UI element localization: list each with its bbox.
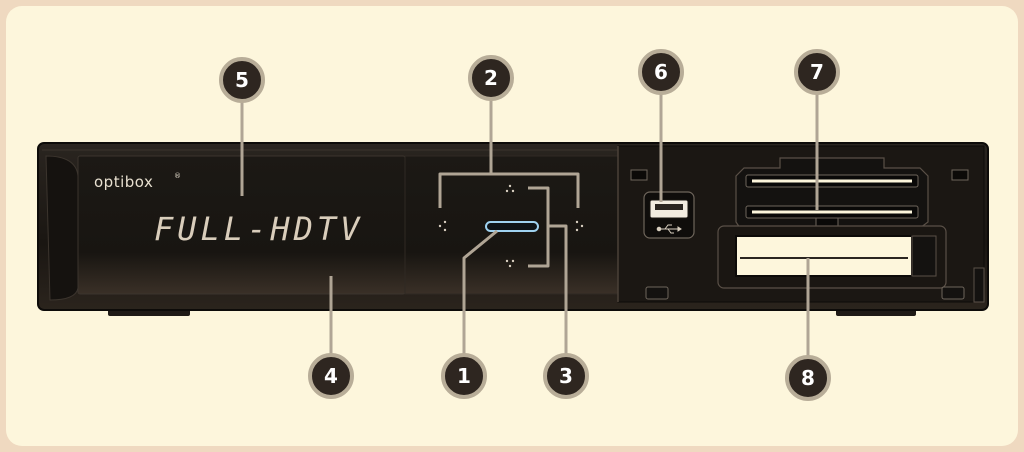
callout-7-label: 7 [810,60,824,84]
callout-2: 2 [468,55,514,101]
navigation-buttons [438,184,584,268]
callout-7: 7 [794,49,840,95]
callout-4-label: 4 [324,364,338,388]
vfd-display-text: FULL-HDTV [154,210,363,248]
callout-3: 3 [543,353,589,399]
callout-4: 4 [308,353,354,399]
left-bezel [45,155,79,301]
callout-3-label: 3 [559,364,573,388]
power-led-button[interactable] [485,221,539,232]
leader-2-bracket [438,172,580,208]
flap-hinge-right [941,286,965,300]
callout-1-label: 1 [457,364,471,388]
button-up[interactable] [505,184,515,193]
leader-3 [548,224,568,354]
leader-lines [240,94,819,356]
usb-port-contacts [655,204,683,210]
flap-latch [973,267,985,303]
brand-logo: optibox [94,173,153,191]
callout-5-label: 5 [235,68,249,92]
ci-slot-side [911,235,937,277]
callout-5: 5 [219,57,265,103]
callout-1: 1 [441,353,487,399]
ci-slot[interactable] [735,235,913,277]
button-left[interactable] [438,220,447,232]
flap-hinge-left [645,286,669,300]
callout-2-label: 2 [484,66,498,90]
button-down[interactable] [505,259,515,268]
usb-symbol-icon [656,224,682,234]
brand-registered-mark: ® [174,172,181,180]
left-indicator [630,169,648,181]
smartcard-eject-tab[interactable] [815,217,839,227]
button-right[interactable] [575,220,584,232]
callout-8-label: 8 [801,366,815,390]
callout-6-label: 6 [654,60,668,84]
right-indicator [951,169,969,181]
leader-1 [462,229,498,354]
callout-6: 6 [638,49,684,95]
callout-8: 8 [785,355,831,401]
